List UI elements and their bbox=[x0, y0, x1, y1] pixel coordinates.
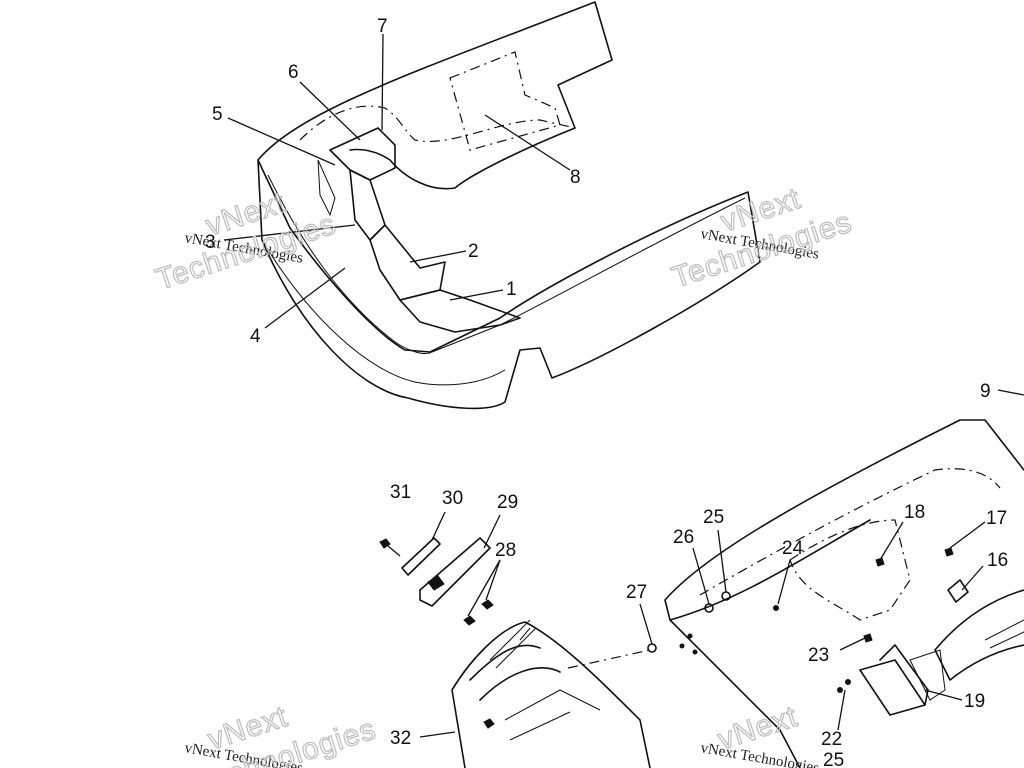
callout-29: 29 bbox=[497, 492, 518, 513]
callout-23: 23 bbox=[808, 645, 829, 666]
callout-26: 26 bbox=[673, 527, 694, 548]
bolt-28a bbox=[481, 599, 494, 610]
hole-22a bbox=[837, 687, 843, 693]
callout-16: 16 bbox=[987, 550, 1008, 571]
callout-25-lower: 25 bbox=[823, 750, 844, 768]
screw-32 bbox=[483, 718, 495, 729]
hole-b bbox=[679, 643, 685, 649]
arm-piece bbox=[934, 589, 1024, 681]
callout-28: 28 bbox=[495, 540, 516, 561]
callout-31: 31 bbox=[390, 482, 411, 503]
callout-22: 22 bbox=[821, 729, 842, 750]
callout-18: 18 bbox=[904, 502, 925, 523]
console-lower-piece bbox=[369, 224, 446, 301]
clip-16 bbox=[947, 579, 969, 603]
callout-7: 7 bbox=[377, 16, 388, 37]
channel-29-end bbox=[427, 575, 445, 591]
bracket-parts bbox=[379, 537, 651, 768]
hole-22b bbox=[845, 679, 851, 685]
console-body-assembly bbox=[647, 419, 1024, 768]
watermark-top-left: vNext Technologies vNext Technologies bbox=[151, 185, 340, 297]
upper-hood-assembly bbox=[257, 1, 761, 410]
callout-30: 30 bbox=[442, 488, 463, 509]
hood-outer-shell bbox=[257, 1, 761, 410]
hole-c bbox=[692, 649, 698, 655]
window-panel bbox=[449, 51, 561, 151]
callout-3: 3 bbox=[205, 232, 216, 253]
housing-32-rail bbox=[489, 619, 537, 669]
housing-32 bbox=[451, 621, 651, 768]
callout-17: 17 bbox=[986, 508, 1007, 529]
callout-32: 32 bbox=[390, 728, 411, 749]
console-body-shell bbox=[664, 419, 1024, 768]
callout-labels: 1 2 3 4 5 6 7 8 9 16 17 18 19 22 23 24 2… bbox=[205, 16, 1008, 768]
stud-17 bbox=[944, 547, 954, 557]
callout-8: 8 bbox=[570, 167, 581, 188]
console-body-inner bbox=[699, 468, 1001, 596]
bolt-28b bbox=[463, 615, 476, 626]
watermark-bottom-right: vNext Technologies vNext bbox=[699, 699, 820, 768]
washer-27 bbox=[647, 643, 657, 653]
housing-32-slot bbox=[504, 689, 601, 741]
stud-23 bbox=[863, 633, 873, 643]
console-floor-piece bbox=[399, 289, 521, 333]
console-side-panel bbox=[317, 159, 336, 217]
callout-19: 19 bbox=[964, 691, 985, 712]
stud-18 bbox=[875, 557, 885, 567]
callout-9: 9 bbox=[980, 381, 991, 402]
callout-27: 27 bbox=[626, 582, 647, 603]
console-top-piece bbox=[329, 127, 396, 181]
alignment-line-27 bbox=[567, 649, 651, 669]
hole-a bbox=[687, 633, 693, 639]
watermark-bottom-left: vNext Technologies vNext Technologies bbox=[183, 699, 380, 768]
callout-leaders bbox=[223, 33, 1024, 738]
hood-hidden-edge bbox=[299, 105, 576, 142]
hole-24 bbox=[773, 605, 779, 611]
callout-4: 4 bbox=[250, 326, 261, 347]
hood-inner-rim bbox=[267, 174, 746, 355]
strip-30 bbox=[401, 537, 441, 576]
bracket-19-plate bbox=[909, 649, 946, 701]
callout-2: 2 bbox=[468, 241, 479, 262]
callout-24: 24 bbox=[782, 538, 804, 559]
hood-lower-lip bbox=[261, 239, 506, 386]
watermark-top-right: vNext Technologies vNext Technologies bbox=[667, 181, 856, 295]
callout-6: 6 bbox=[288, 62, 299, 83]
callout-1: 1 bbox=[506, 279, 517, 300]
channel-29 bbox=[419, 537, 491, 607]
console-body-recess bbox=[789, 519, 911, 621]
arm-slot bbox=[984, 619, 1024, 649]
callout-25: 25 bbox=[703, 507, 724, 528]
screw-31 bbox=[379, 538, 391, 549]
callout-5: 5 bbox=[212, 104, 223, 125]
bracket-19 bbox=[859, 644, 929, 716]
